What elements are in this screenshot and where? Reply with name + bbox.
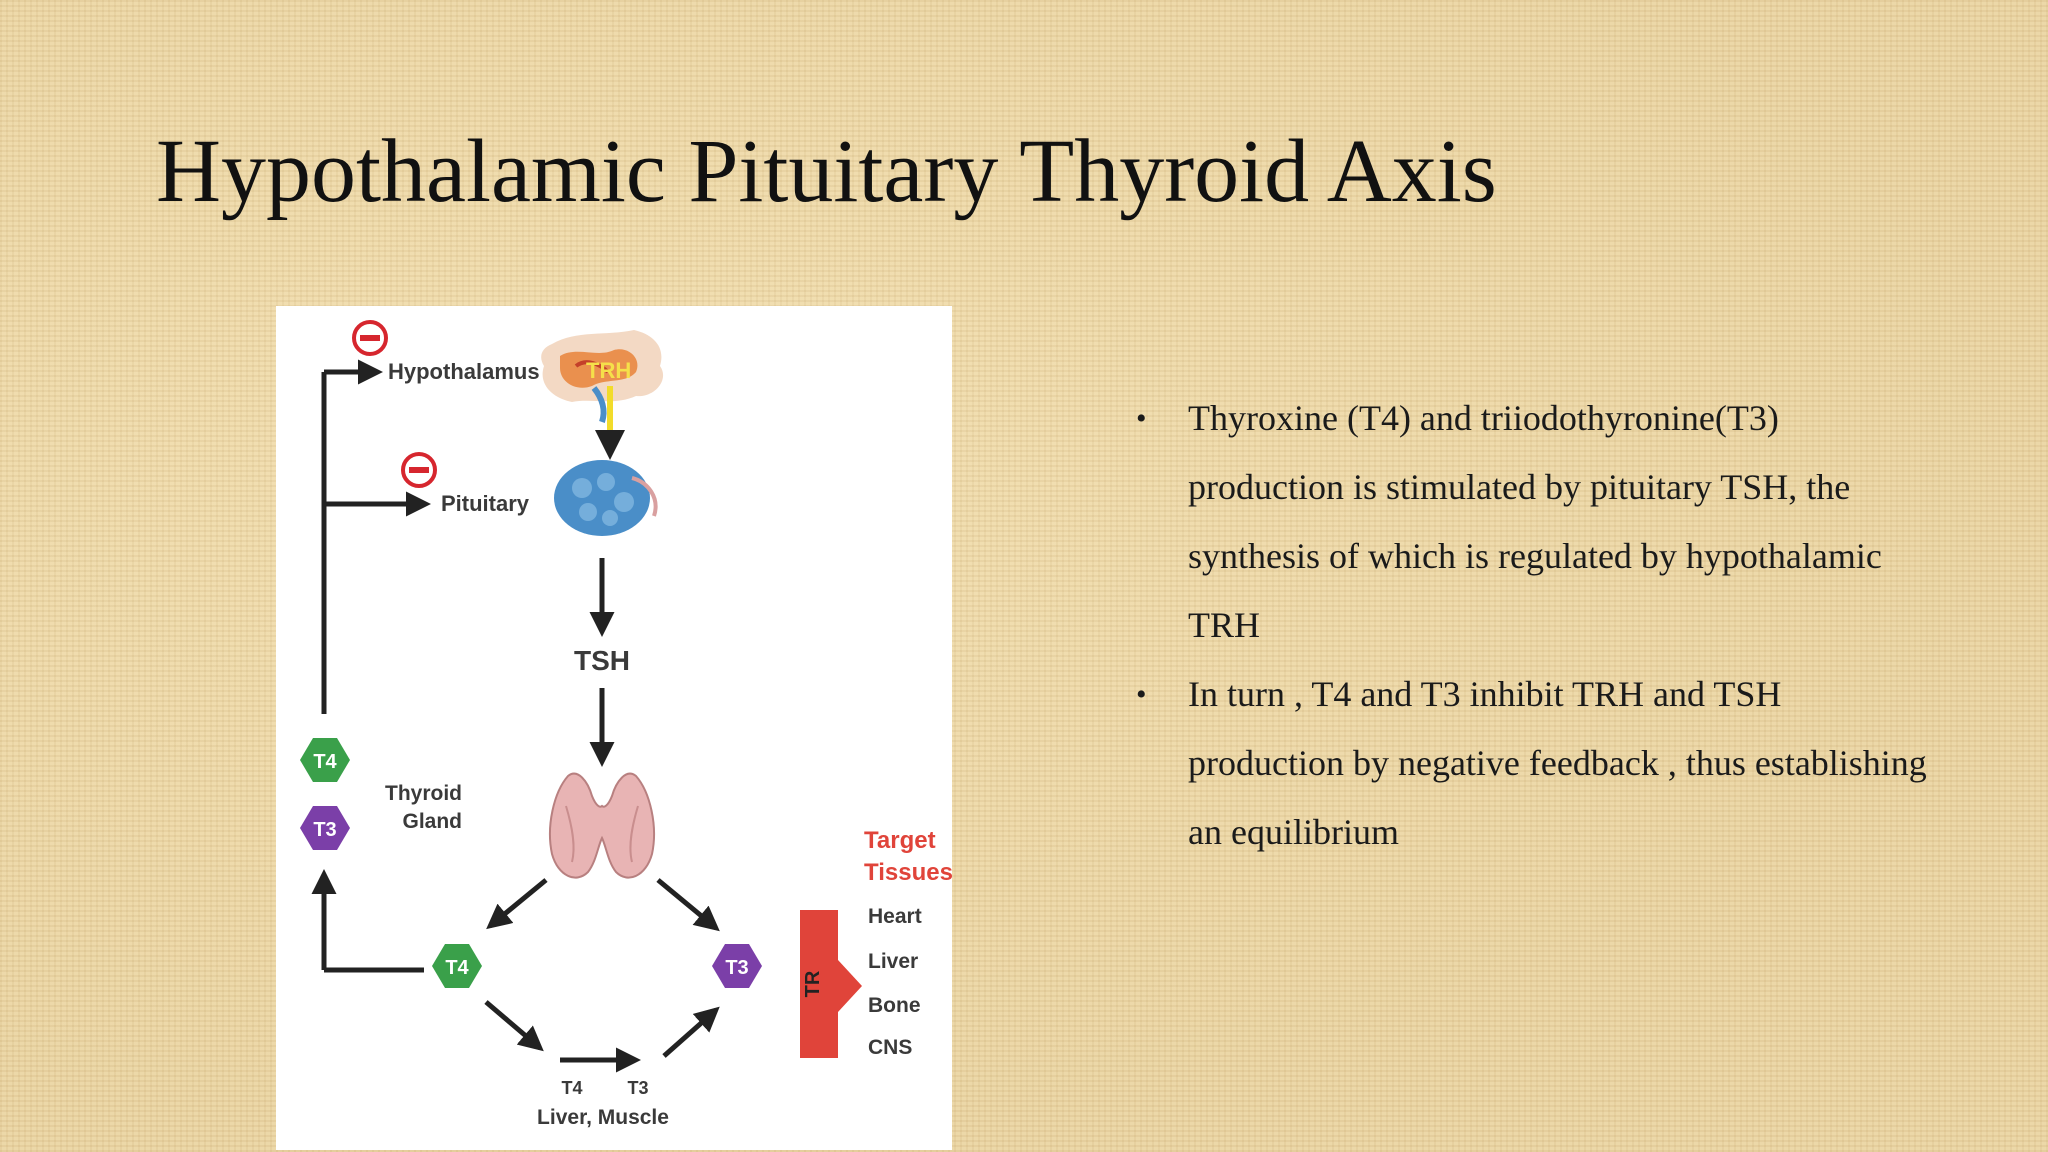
t4-output-hex: T4 <box>432 944 482 988</box>
bullet-text: Thyroxine (T4) and triiodothyronine(T3) … <box>1188 398 1882 645</box>
diagram-svg: Hypothalamus Pituitary TRH TSH Thyroid G <box>300 320 952 1129</box>
inhibit-icon <box>401 452 437 488</box>
inhibit-icon <box>352 320 388 356</box>
tissue-cns: CNS <box>868 1036 912 1059</box>
bullet-icon: • <box>1136 402 1147 435</box>
t3-conversion-label: T3 <box>627 1078 648 1098</box>
tissue-heart: Heart <box>868 905 922 928</box>
bullet-item: • In turn , T4 and T3 inhibit TRH and TS… <box>1136 660 1936 867</box>
liver-muscle-label: Liver, Muscle <box>537 1106 669 1129</box>
t4-conversion-label: T4 <box>561 1078 582 1098</box>
bullet-item: • Thyroxine (T4) and triiodothyronine(T3… <box>1136 384 1936 660</box>
tissue-liver: Liver <box>868 950 918 973</box>
t3-feedback-hex: T3 <box>300 806 350 850</box>
pituitary-label: Pituitary <box>441 491 530 516</box>
svg-text:T4: T4 <box>445 957 469 979</box>
thyroid-gland-illustration <box>549 772 655 879</box>
hypothalamus-label: Hypothalamus <box>388 359 540 384</box>
hypothalamus-illustration: TRH <box>541 330 664 460</box>
tr-receptor-bar: TR <box>800 910 862 1058</box>
thyroid-label-line1: Thyroid <box>385 782 462 805</box>
bullet-list: • Thyroxine (T4) and triiodothyronine(T3… <box>1136 384 1936 867</box>
bullet-text: In turn , T4 and T3 inhibit TRH and TSH … <box>1188 674 1927 852</box>
t3-output-hex: T3 <box>712 944 762 988</box>
t4-feedback-hex: T4 <box>300 738 350 782</box>
feedback-loop <box>311 359 431 973</box>
bullet-icon: • <box>1136 678 1147 711</box>
svg-text:T4: T4 <box>313 751 337 773</box>
tsh-label: TSH <box>574 645 630 676</box>
slide-title: Hypothalamic Pituitary Thyroid Axis <box>156 122 1497 221</box>
trh-label: TRH <box>586 358 631 383</box>
hpt-axis-diagram: Hypothalamus Pituitary TRH TSH Thyroid G <box>276 306 952 1150</box>
target-label-line1: Target <box>864 827 936 854</box>
tr-label: TR <box>802 970 824 997</box>
svg-text:T3: T3 <box>313 819 336 841</box>
thyroid-label-line2: Gland <box>402 810 462 833</box>
svg-text:T3: T3 <box>725 957 748 979</box>
pituitary-illustration <box>554 460 658 536</box>
target-label-line2: Tissues <box>864 859 952 886</box>
tissue-bone: Bone <box>868 994 921 1017</box>
